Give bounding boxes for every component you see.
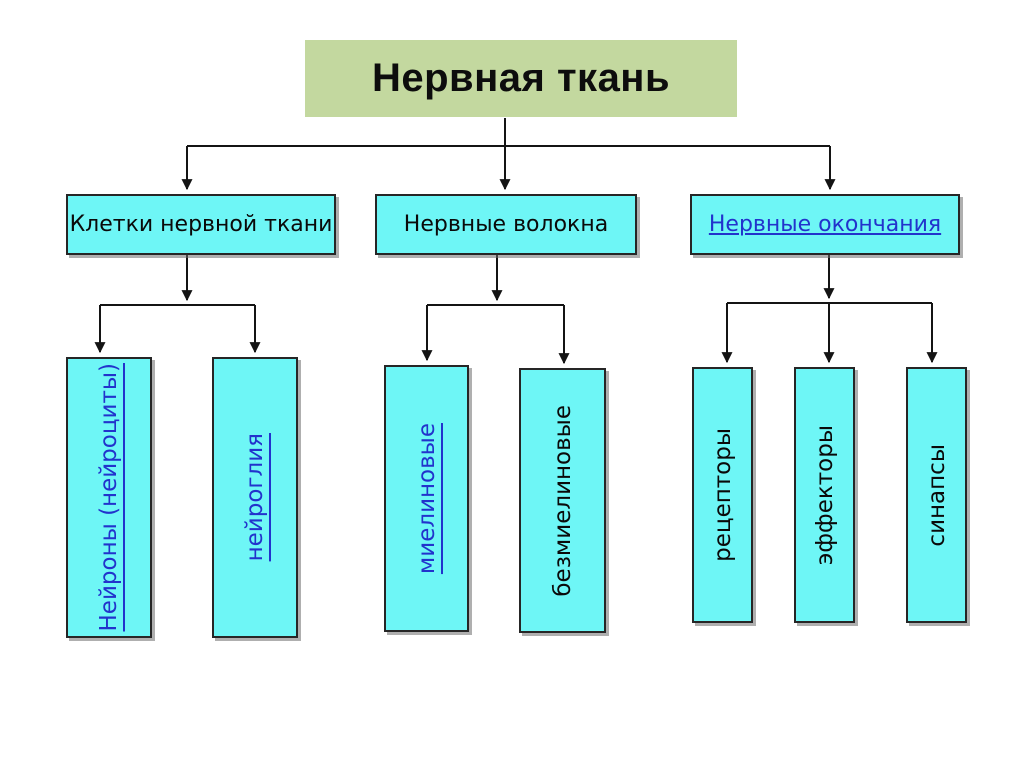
node-nerve-endings[interactable]: Нервные окончания <box>690 194 960 255</box>
node-unmyelinated-label: безмиелиновые <box>549 404 576 597</box>
node-effectors-label: эффекторы <box>811 424 838 566</box>
node-effectors: эффекторы <box>794 367 855 623</box>
node-unmyelinated: безмиелиновые <box>519 368 606 633</box>
node-synapses: синапсы <box>906 367 967 623</box>
node-nerve-fibers-label: Нервные волокна <box>403 212 609 237</box>
node-nerve-tissue-cells: Клетки нервной ткани <box>66 194 336 255</box>
node-myelinated[interactable]: миелиновые <box>384 365 469 632</box>
node-neurons-link[interactable]: Нейроны (нейроциты) <box>96 363 122 632</box>
node-nervous-tissue: Нервная ткань <box>305 40 737 117</box>
node-synapses-label: синапсы <box>923 443 950 547</box>
node-nervous-tissue-label: Нервная ткань <box>371 56 671 100</box>
node-neuroglia[interactable]: нейроглия <box>212 357 298 638</box>
node-nerve-endings-link[interactable]: Нервные окончания <box>708 212 942 237</box>
node-receptors: рецепторы <box>692 367 753 623</box>
node-nerve-fibers: Нервные волокна <box>375 194 637 255</box>
node-neuroglia-link[interactable]: нейроглия <box>242 433 268 562</box>
node-nerve-tissue-cells-label: Клетки нервной ткани <box>69 212 333 237</box>
node-neurons[interactable]: Нейроны (нейроциты) <box>66 357 152 638</box>
node-myelinated-link[interactable]: миелиновые <box>413 422 440 575</box>
node-receptors-label: рецепторы <box>709 428 736 562</box>
